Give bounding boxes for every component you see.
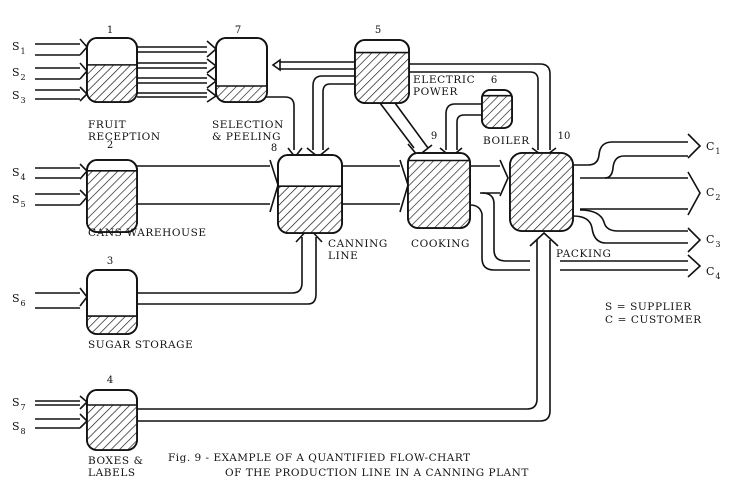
unit-fill-level <box>408 160 470 228</box>
flow-9-to-c4 <box>469 192 702 278</box>
supplier-label: S7 <box>12 396 26 412</box>
unit-fill-level <box>510 153 573 231</box>
supplier-arrows-s4-s5 <box>35 163 89 206</box>
supplier-arrows-s1-s3 <box>35 38 89 102</box>
customer-label: C4 <box>706 265 721 281</box>
figure-caption-line2: OF THE PRODUCTION LINE IN A CANNING PLAN… <box>225 467 529 479</box>
unit-fill-level <box>216 86 267 102</box>
unit-fill-level <box>87 64 137 102</box>
supplier-arrow-s6 <box>35 287 89 309</box>
legend-supplier: S = SUPPLIER <box>605 301 692 313</box>
flow-1-to-7 <box>137 40 218 103</box>
flow-10-to-c2 <box>580 171 701 216</box>
unit-number: 10 <box>558 131 571 142</box>
flow-2-to-8 <box>137 159 279 213</box>
unit-label: BOXES & <box>88 455 144 467</box>
unit-number: 3 <box>107 256 113 267</box>
unit-number: 4 <box>107 375 113 386</box>
unit-number: 6 <box>491 75 497 86</box>
unit-fill-level <box>87 316 137 334</box>
unit-fill-level <box>87 405 137 450</box>
unit-number: 8 <box>271 143 277 154</box>
unit-label: LINE <box>328 250 358 262</box>
supplier-label: S8 <box>12 420 26 436</box>
unit-fill-level <box>355 52 409 103</box>
unit-label: CANNING <box>328 238 388 250</box>
supplier-label: S5 <box>12 193 26 209</box>
figure-caption-line1: Fig. 9 - EXAMPLE OF A QUANTIFIED FLOW-CH… <box>168 452 471 464</box>
unit-label: COOKING <box>411 238 470 250</box>
unit-label: BOILER <box>483 135 530 147</box>
unit-label: CANS WAREHOUSE <box>88 227 207 239</box>
flow-5-to-9 <box>379 102 433 158</box>
flow-10-to-c1 <box>573 133 702 179</box>
supplier-label: S2 <box>12 66 26 82</box>
supplier-arrows-s7-s8 <box>35 395 89 429</box>
unit-label: & PEELING <box>212 131 281 143</box>
unit-label: SELECTION <box>212 119 284 131</box>
unit-number: 5 <box>375 25 381 36</box>
supplier-label: S3 <box>12 89 26 105</box>
customer-label: C3 <box>706 233 721 249</box>
unit-label: FRUIT <box>88 119 126 131</box>
unit-fill-level <box>482 95 512 128</box>
flow-9-to-10 <box>470 159 509 197</box>
customer-label: C1 <box>706 140 721 156</box>
unit-number: 9 <box>431 131 437 142</box>
unit-fill-level <box>278 186 342 233</box>
unit-label: PACKING <box>556 248 612 260</box>
unit-number: 1 <box>107 25 113 36</box>
flow-power-distribution <box>271 58 557 159</box>
unit-label: SUGAR STORAGE <box>88 339 193 351</box>
supplier-label: S1 <box>12 40 26 56</box>
flow-8-to-9 <box>342 159 409 213</box>
unit-number: 2 <box>107 140 113 151</box>
flow-6-to-9 <box>439 103 482 159</box>
flow-10-to-c3 <box>572 209 702 253</box>
unit-fill-level <box>87 170 137 232</box>
unit-label: LABELS <box>88 467 136 479</box>
flow-3-to-8 <box>137 226 323 305</box>
legend-customer: C = CUSTOMER <box>605 314 702 326</box>
unit-label: POWER <box>413 86 459 98</box>
flow-4-to-10 <box>137 231 559 422</box>
unit-label: ELECTRIC <box>413 74 475 86</box>
unit-label: RECEPTION <box>88 131 161 143</box>
supplier-label: S4 <box>12 166 26 182</box>
customer-label: C2 <box>706 186 721 202</box>
unit-number: 7 <box>235 25 241 36</box>
supplier-label: S6 <box>12 292 26 308</box>
